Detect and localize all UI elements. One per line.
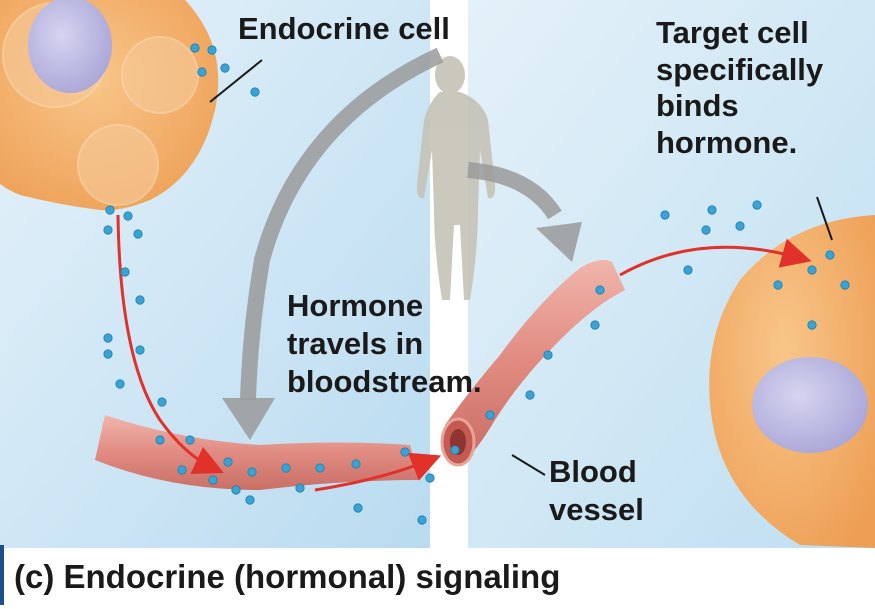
hormone-molecule-dot (177, 465, 187, 475)
hormone-molecule-dot (190, 43, 200, 53)
figure-caption: (c) Endocrine (hormonal) signaling (14, 558, 561, 595)
hormone-molecule-dot (231, 485, 241, 495)
hormone-molecule-dot (315, 463, 325, 473)
hormone-molecule-dot (752, 200, 762, 210)
hormone-molecule-dot (707, 205, 717, 215)
hormone-molecule-dot (485, 410, 495, 420)
hormone-travels-label: Hormone travels in bloodstream. (287, 287, 482, 400)
endocrine-cell (0, 0, 219, 211)
hormone-molecule-dot (543, 350, 553, 360)
red-arrow-cell-to-vessel (116, 214, 224, 475)
hormone-molecule-dot (351, 459, 361, 469)
hormone-molecule-dot (197, 67, 207, 77)
target-cell-label-line: specifically (656, 51, 824, 87)
hormone-molecule-dot (660, 210, 670, 220)
target-cell-label-line: Target cell (656, 15, 809, 50)
blood-vessel-label-line: vessel (549, 491, 644, 527)
hormone-molecule-dot (245, 495, 255, 505)
target-cell (709, 215, 875, 548)
hormone-molecule-dot (103, 333, 113, 343)
gray-arrow-to-bloodstream (222, 47, 444, 440)
gray-arrow-to-vessel (467, 162, 582, 262)
hormone-molecule-dot (185, 435, 195, 445)
hormone-molecule-dot (807, 265, 817, 275)
hormone-travels-label-line: travels in (287, 325, 424, 361)
blood-vessel-right-segment (445, 260, 625, 455)
hormone-molecule-dot (417, 515, 427, 525)
hormone-molecule-dot (133, 229, 143, 239)
target-cell-label-line: hormone. (656, 124, 798, 160)
hormone-molecule-dot (208, 475, 218, 485)
hormone-molecule-dot (701, 225, 711, 235)
hormone-molecule-dot (103, 225, 113, 235)
hormone-travels-label-line: Hormone (287, 288, 424, 323)
hormone-molecule-dot (825, 250, 835, 260)
caption-accent-bar (0, 545, 4, 605)
hormone-molecule-dot (223, 457, 233, 467)
hormone-molecule-dot (115, 379, 125, 389)
hormone-molecule-dot (595, 285, 605, 295)
target-cell-label-line: binds (656, 88, 739, 124)
target-cell-label: Target cell specifically binds hormone. (656, 15, 823, 161)
human-silhouette (416, 56, 496, 300)
hormone-molecule-dot (400, 447, 410, 457)
hormone-molecule-dot (773, 280, 783, 290)
red-arrow-to-target (619, 238, 812, 277)
hormone-molecule-dot (250, 87, 260, 97)
hormone-molecule-dot (590, 320, 600, 330)
hormone-molecule-dot (807, 320, 817, 330)
hormone-molecule-dot (735, 221, 745, 231)
hormone-molecule-dot (353, 503, 363, 513)
vessel-label-leader (511, 454, 546, 476)
hormone-molecule-dot (425, 473, 435, 483)
hormone-molecule-dot (525, 390, 535, 400)
blood-vessel-label: Blood vessel (549, 453, 644, 529)
hormone-molecule-dot (157, 397, 167, 407)
endocrine-label-leader (209, 59, 263, 103)
hormone-molecules (103, 43, 850, 525)
endocrine-cell-label: Endocrine cell (238, 11, 450, 46)
hormone-molecule-dot (123, 211, 133, 221)
hormone-molecule-dot (840, 280, 850, 290)
hormone-molecule-dot (220, 63, 230, 73)
hormone-molecule-dot (155, 435, 165, 445)
hormone-molecule-dot (683, 265, 693, 275)
hormone-molecule-dot (281, 463, 291, 473)
hormone-molecule-dot (450, 445, 460, 455)
hormone-molecule-dot (207, 45, 217, 55)
hormone-molecule-dot (135, 345, 145, 355)
hormone-molecule-dot (120, 267, 130, 277)
hormone-molecule-dot (247, 467, 257, 477)
target-cell-nucleus (752, 357, 868, 453)
target-label-leader (816, 196, 833, 241)
hormone-travels-label-line: bloodstream. (287, 363, 482, 399)
blood-vessel-label-line: Blood (549, 454, 637, 489)
hormone-molecule-dot (295, 483, 305, 493)
blood-vessel-left-segment (95, 415, 420, 490)
red-arrow-along-vessel (314, 452, 442, 492)
hormone-molecule-dot (103, 349, 113, 359)
hormone-molecule-dot (105, 205, 115, 215)
hormone-molecule-dot (135, 295, 145, 305)
